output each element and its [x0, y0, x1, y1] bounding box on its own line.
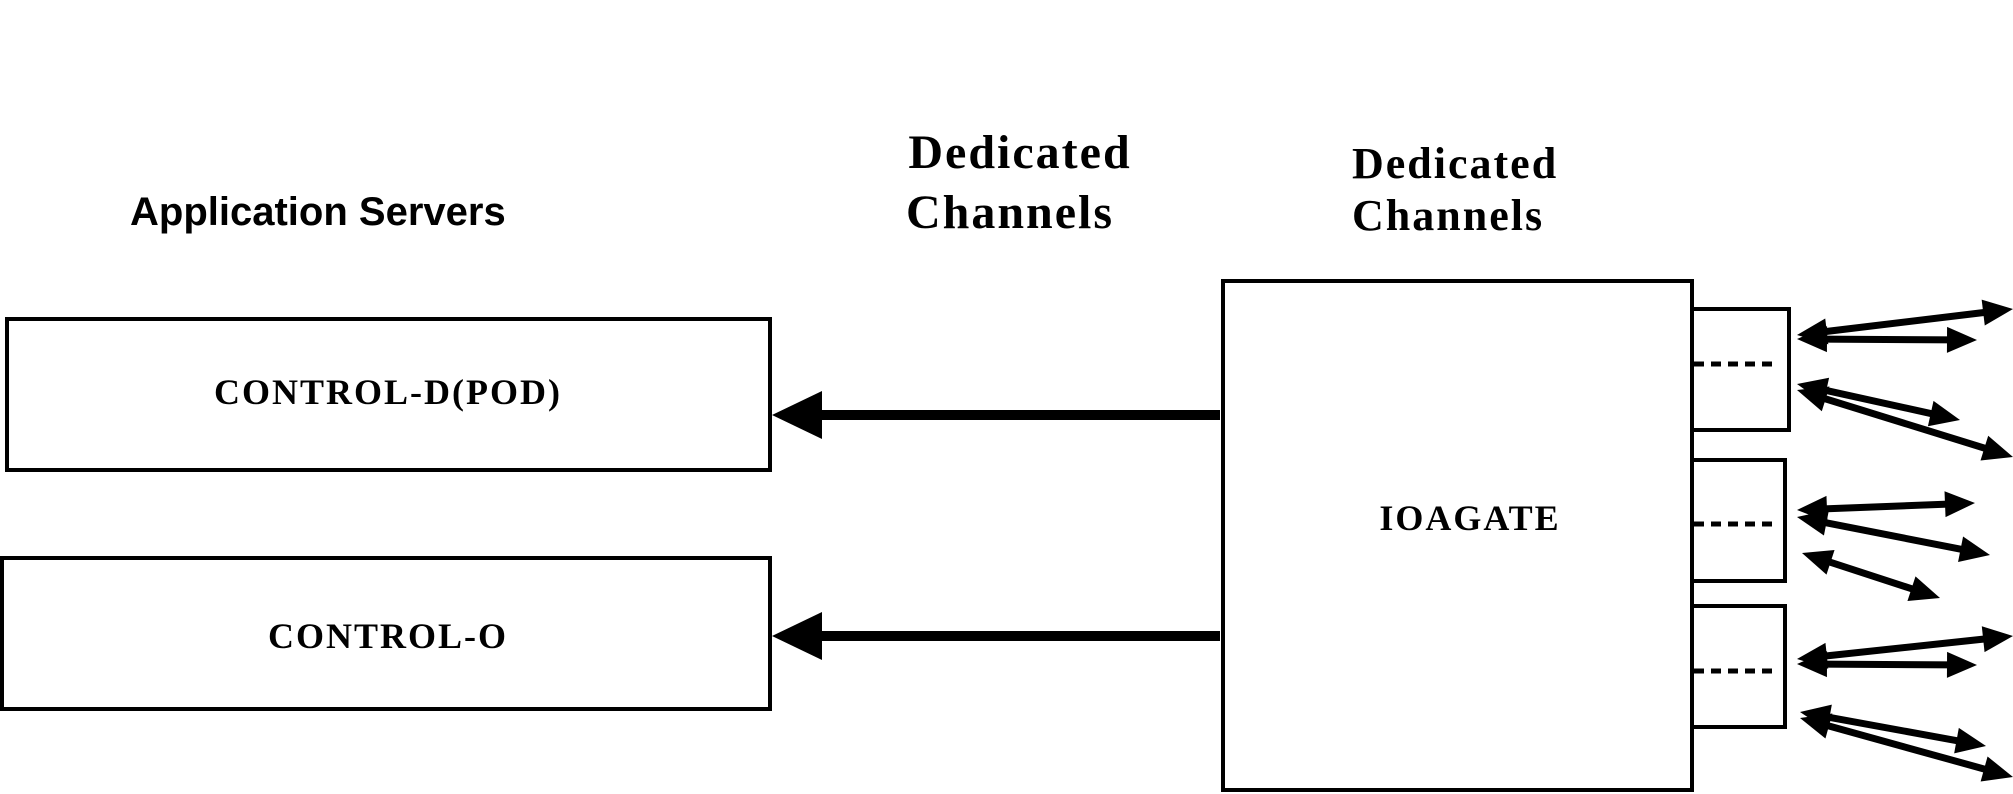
channel-arrow-4: [1797, 386, 2013, 461]
control-o-label: CONTROL-O: [268, 616, 508, 656]
channel-arrows: [1797, 299, 2013, 782]
port-box-2: [1690, 458, 1787, 583]
channel-arrow-9: [1797, 651, 1977, 678]
connector-control-d: [772, 391, 1220, 439]
channel-arrow-6: [1797, 510, 1990, 562]
channel-arrow-11: [1800, 713, 2013, 782]
control-d-box: CONTROL-D(POD): [5, 317, 772, 472]
application-servers-heading: Application Servers: [130, 190, 506, 234]
dedicated-channels-right-heading-line2: Channels: [1352, 191, 1544, 240]
control-d-label: CONTROL-D(POD): [214, 372, 562, 412]
connector-control-o: [772, 612, 1220, 660]
port-box-3: [1690, 604, 1787, 729]
ioagate-label: IOAGATE: [1379, 498, 1560, 538]
dedicated-channels-left-heading-line2: Channels: [906, 186, 1114, 239]
channel-arrow-2: [1797, 326, 1977, 353]
control-o-box: CONTROL-O: [0, 556, 772, 711]
dedicated-channels-right-heading-line1: Dedicated: [1352, 139, 1558, 188]
ioagate-box: IOAGATE: [1221, 279, 1694, 792]
channel-arrow-7: [1802, 549, 1940, 602]
dedicated-channels-left-heading-line1: Dedicated: [908, 126, 1131, 179]
port-box-1: [1690, 307, 1791, 432]
